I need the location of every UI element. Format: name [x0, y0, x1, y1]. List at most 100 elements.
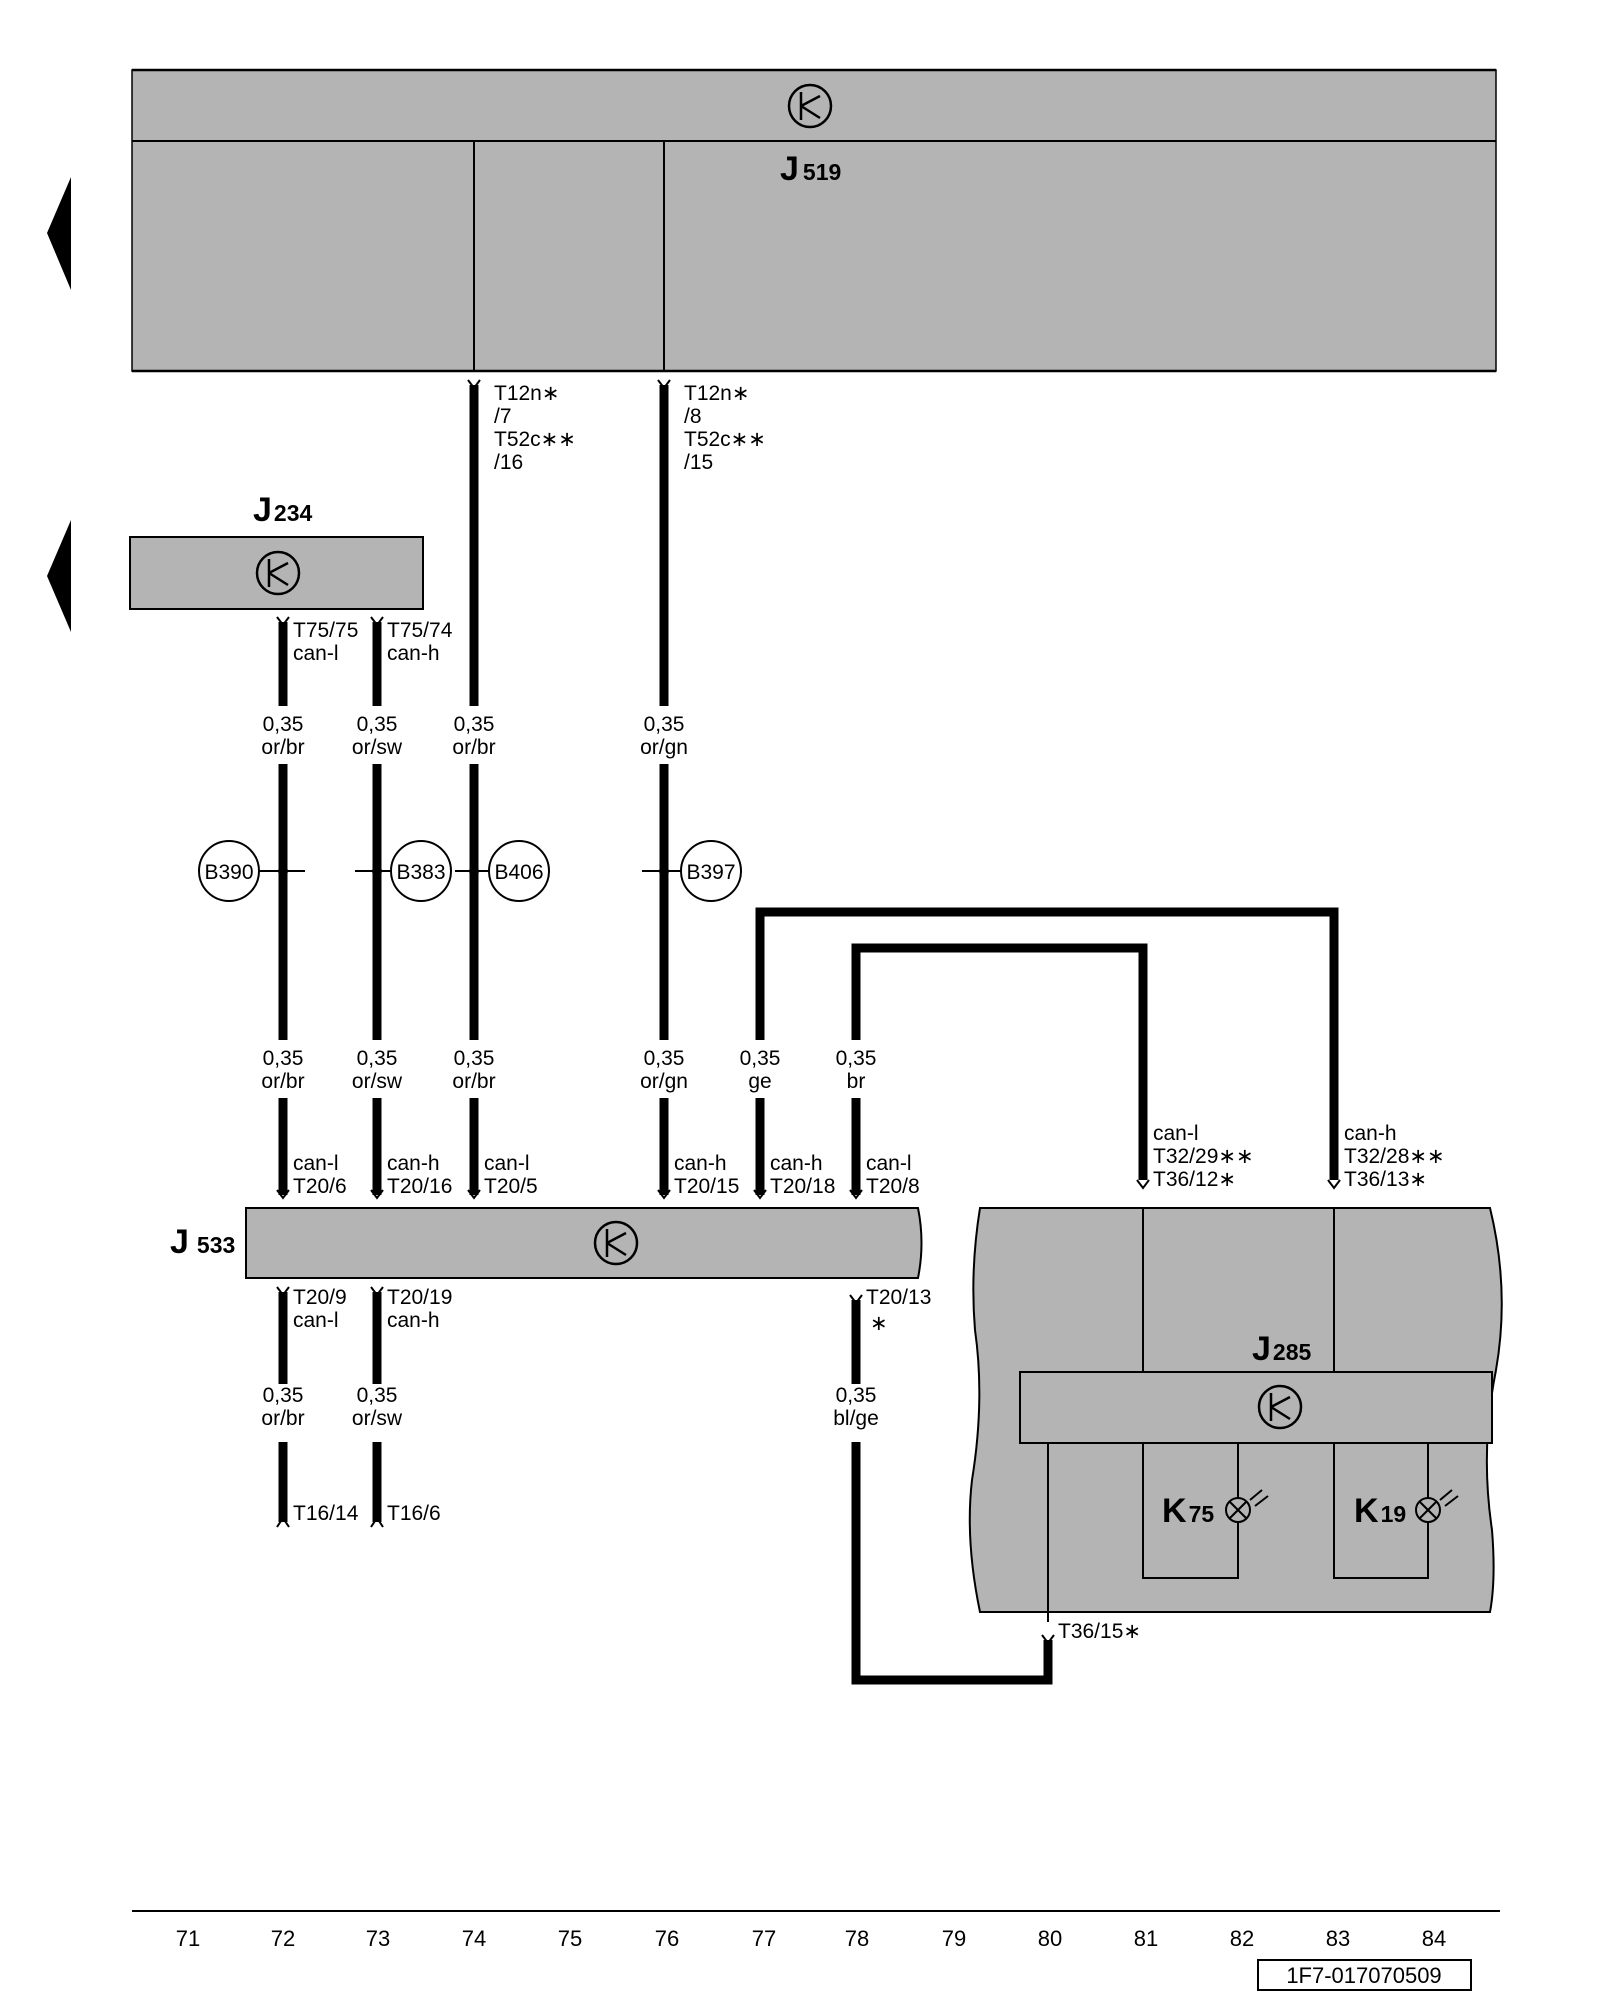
- svg-text:/7: /7: [494, 405, 512, 428]
- k19-label: K19: [1354, 1492, 1406, 1530]
- svg-text:T20/13: T20/13: [866, 1286, 931, 1309]
- svg-text:0,35: 0,35: [454, 1047, 495, 1070]
- svg-text:can-h: can-h: [387, 1152, 440, 1175]
- svg-text:T20/16: T20/16: [387, 1175, 452, 1198]
- svg-text:78: 78: [845, 1926, 869, 1951]
- svg-text:0,35: 0,35: [263, 713, 304, 736]
- svg-text:can-h: can-h: [387, 1309, 440, 1332]
- svg-text:or/br: or/br: [261, 736, 304, 759]
- svg-text:B383: B383: [396, 861, 445, 884]
- svg-text:T12n∗: T12n∗: [684, 382, 749, 405]
- document-id: 1F7-017070509: [1257, 1959, 1472, 1991]
- svg-text:or/br: or/br: [452, 1070, 495, 1093]
- svg-text:or/br: or/br: [261, 1070, 304, 1093]
- svg-text:T75/75: T75/75: [293, 619, 358, 642]
- pin-label-j285-a: can-l T32/29∗∗ T36/12∗: [1153, 1122, 1254, 1191]
- svg-text:can-l: can-l: [293, 1152, 339, 1175]
- svg-text:80: 80: [1038, 1926, 1062, 1951]
- warning-lamp-icon: [1225, 1489, 1269, 1523]
- pin-label-j234-b: T75/74 can-h: [387, 619, 453, 665]
- svg-text:/16: /16: [494, 451, 523, 474]
- svg-text:T20/15: T20/15: [674, 1175, 739, 1198]
- svg-text:T20/8: T20/8: [866, 1175, 920, 1198]
- svg-text:bl/ge: bl/ge: [833, 1407, 879, 1430]
- component-j285[interactable]: [1019, 1371, 1493, 1444]
- svg-text:can-l: can-l: [1153, 1122, 1199, 1145]
- svg-text:T75/74: T75/74: [387, 619, 453, 642]
- svg-text:T20/6: T20/6: [293, 1175, 347, 1198]
- pin-label-j285-b: can-h T32/28∗∗ T36/13∗: [1344, 1122, 1445, 1191]
- svg-text:/15: /15: [684, 451, 713, 474]
- svg-text:0,35: 0,35: [357, 1047, 398, 1070]
- svg-text:or/gn: or/gn: [640, 736, 688, 759]
- k75-label: K75: [1162, 1492, 1214, 1530]
- svg-text:82: 82: [1230, 1926, 1254, 1951]
- svg-text:0,35: 0,35: [644, 713, 685, 736]
- svg-text:can-l: can-l: [866, 1152, 912, 1175]
- column-numbers: 71 72 73 74 75 76 77 78 79 80 81 82 83 8…: [176, 1926, 1446, 1951]
- svg-text:can-h: can-h: [770, 1152, 823, 1175]
- control-unit-symbol-icon: [787, 83, 833, 129]
- svg-text:0,35: 0,35: [263, 1047, 304, 1070]
- svg-text:T36/12∗: T36/12∗: [1153, 1168, 1236, 1191]
- svg-text:ge: ge: [748, 1070, 771, 1093]
- svg-text:T12n∗: T12n∗: [494, 382, 559, 405]
- svg-text:or/br: or/br: [261, 1407, 304, 1430]
- svg-text:T20/9: T20/9: [293, 1286, 347, 1309]
- component-j519[interactable]: [131, 68, 1497, 373]
- svg-text:or/sw: or/sw: [352, 1070, 403, 1093]
- page-arrow-top[interactable]: [47, 177, 71, 290]
- svg-text:∗: ∗: [870, 1312, 888, 1335]
- svg-text:T52c∗∗: T52c∗∗: [494, 428, 576, 451]
- j234-label: J234: [253, 491, 313, 529]
- pin-label-j519-a: T12n∗ /7 T52c∗∗ /16: [494, 382, 576, 474]
- svg-text:T20/18: T20/18: [770, 1175, 835, 1198]
- svg-text:or/sw: or/sw: [352, 1407, 403, 1430]
- svg-text:72: 72: [271, 1926, 295, 1951]
- terminal-t16-14: T16/14: [293, 1502, 359, 1525]
- svg-text:77: 77: [752, 1926, 776, 1951]
- svg-text:76: 76: [655, 1926, 679, 1951]
- svg-text:0,35: 0,35: [357, 1384, 398, 1407]
- svg-text:1F7-017070509: 1F7-017070509: [1286, 1963, 1441, 1988]
- connector-pins: [276, 379, 1341, 1645]
- svg-text:74: 74: [462, 1926, 486, 1951]
- svg-text:83: 83: [1326, 1926, 1350, 1951]
- splice-b383[interactable]: B383: [355, 840, 452, 902]
- svg-text:0,35: 0,35: [836, 1384, 877, 1407]
- svg-text:or/gn: or/gn: [640, 1070, 688, 1093]
- svg-text:can-l: can-l: [293, 642, 339, 665]
- page-arrow-bottom[interactable]: [47, 520, 71, 632]
- svg-text:T20/19: T20/19: [387, 1286, 452, 1309]
- svg-text:or/br: or/br: [452, 736, 495, 759]
- svg-text:/8: /8: [684, 405, 702, 428]
- control-unit-symbol-icon: [1257, 1384, 1303, 1430]
- svg-text:can-h: can-h: [1344, 1122, 1397, 1145]
- splice-b406[interactable]: B406: [455, 840, 550, 902]
- svg-text:T20/5: T20/5: [484, 1175, 538, 1198]
- pin-label-j285-bottom: T36/15∗: [1058, 1620, 1141, 1643]
- svg-text:or/sw: or/sw: [352, 736, 403, 759]
- component-j533[interactable]: [245, 1207, 923, 1279]
- svg-text:T36/13∗: T36/13∗: [1344, 1168, 1427, 1191]
- component-j234[interactable]: [129, 536, 424, 610]
- svg-text:T32/29∗∗: T32/29∗∗: [1153, 1145, 1254, 1168]
- svg-text:T32/28∗∗: T32/28∗∗: [1344, 1145, 1445, 1168]
- svg-text:0,35: 0,35: [644, 1047, 685, 1070]
- pin-label-j519-b: T12n∗ /8 T52c∗∗ /15: [684, 382, 766, 474]
- svg-text:can-l: can-l: [293, 1309, 339, 1332]
- svg-text:84: 84: [1422, 1926, 1446, 1951]
- svg-text:0,35: 0,35: [263, 1384, 304, 1407]
- j285-label: J285: [1252, 1330, 1312, 1368]
- svg-text:B390: B390: [204, 861, 253, 884]
- svg-text:can-h: can-h: [674, 1152, 727, 1175]
- splice-b397[interactable]: B397: [642, 840, 742, 902]
- splice-b390[interactable]: B390: [198, 840, 305, 902]
- svg-text:B397: B397: [686, 861, 735, 884]
- control-unit-symbol-icon: [255, 550, 301, 596]
- svg-text:75: 75: [558, 1926, 582, 1951]
